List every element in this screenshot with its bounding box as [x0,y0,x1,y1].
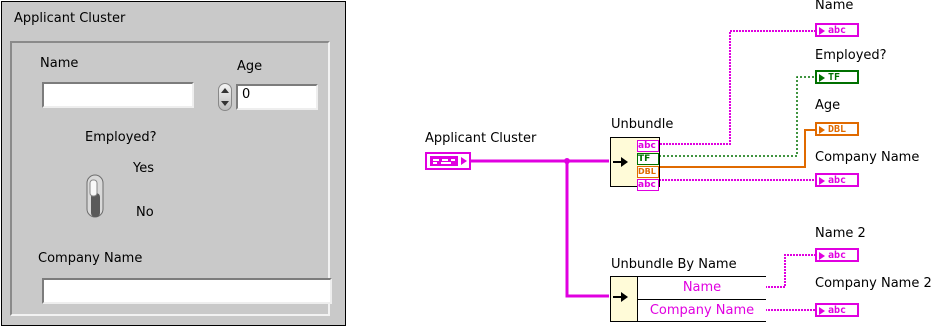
applicant-cluster-control: Applicant Cluster Name Age 0 Employed? Y… [1,1,346,326]
cluster-title: Applicant Cluster [14,11,126,26]
unbundle-out-string-2[interactable]: abc [637,179,659,191]
company-name-label: Company Name [38,251,143,266]
unbundle-out-string-1[interactable]: abc [637,140,659,152]
source-label: Applicant Cluster [425,131,537,146]
wire-junction [564,158,570,164]
unbundle-by-name-arrow-icon [613,292,628,302]
applicant-cluster-terminal[interactable] [425,152,471,170]
unbundle-by-name-element-company[interactable]: Company Name [637,300,766,321]
company-name-field[interactable] [42,278,332,304]
cluster-frame [10,41,330,316]
indicator-employed-terminal[interactable]: TF [815,70,859,84]
unbundle-by-name-element-name[interactable]: Name [637,277,766,300]
indicator-name2-terminal[interactable]: abc [815,248,859,262]
indicator-name-label: Name [815,0,854,13]
employed-wire[interactable] [659,76,815,157]
name2-wire[interactable] [765,254,815,288]
unbundle-arrow-icon [613,157,628,167]
indicator-company-label: Company Name [815,150,920,165]
cluster-icon [430,156,467,166]
employed-label: Employed? [85,130,157,145]
indicator-age-label: Age [815,98,841,113]
indicator-company2-terminal[interactable]: abc [815,303,859,317]
name-label: Name [40,56,79,71]
unbundle-by-name-label: Unbundle By Name [611,257,737,272]
switch-yes-label: Yes [133,161,154,176]
unbundle-out-boolean[interactable]: TF [637,153,659,165]
decrement-arrow-icon[interactable] [221,101,229,106]
unbundle-label: Unbundle [611,117,674,132]
unbundle-by-name-node[interactable]: Name Company Name [610,276,766,322]
indicator-company2-label: Company Name 2 [815,276,932,291]
age-numeric-field[interactable]: 0 [236,84,318,110]
name-field[interactable] [42,82,194,108]
unbundle-out-numeric[interactable]: DBL [637,166,659,178]
indicator-age-terminal[interactable]: DBL [815,122,859,136]
age-spinner[interactable] [218,83,232,111]
indicator-company-terminal[interactable]: abc [815,173,859,187]
name-wire[interactable] [654,30,815,145]
switch-no-label: No [136,205,154,220]
unbundle-node[interactable]: abc TF DBL abc [610,137,660,191]
age-label: Age [237,59,263,74]
increment-arrow-icon[interactable] [221,88,229,93]
indicator-employed-label: Employed? [815,48,887,63]
age-wire[interactable] [659,129,815,168]
employed-toggle-switch[interactable] [84,172,108,222]
indicator-name2-label: Name 2 [815,226,866,241]
indicator-name-terminal[interactable]: abc [815,23,859,37]
unbundle-output-list: abc TF DBL abc [637,140,659,191]
cluster-wire[interactable] [471,159,609,298]
